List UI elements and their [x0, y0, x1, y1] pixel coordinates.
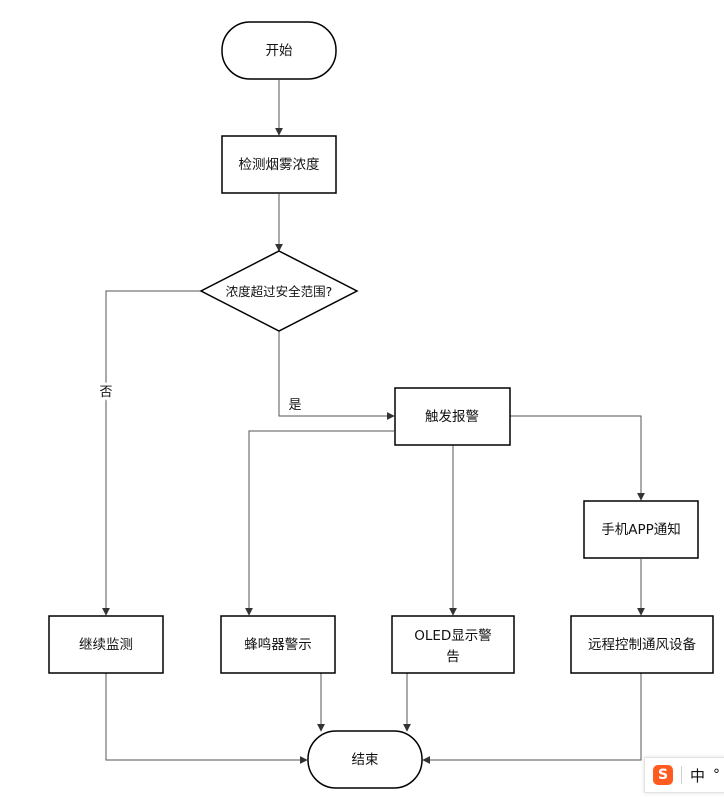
- node-end-label: 结束: [352, 752, 379, 768]
- node-app-notify: 手机APP通知: [583, 500, 699, 559]
- node-app-notify-shape: [583, 500, 699, 559]
- sogou-logo-glyph: S: [657, 767, 669, 783]
- node-oled-shape: [391, 615, 515, 674]
- sogou-logo-icon[interactable]: S: [653, 765, 673, 785]
- node-start-label: 开始: [266, 43, 293, 59]
- edge-alarm-to-app: [510, 415, 645, 501]
- node-alarm-label: 触发报警: [425, 409, 479, 425]
- node-detect: 检测烟雾浓度: [221, 135, 337, 194]
- connectors: [102, 80, 645, 764]
- edge-label-no: 否: [99, 385, 112, 400]
- ime-separator: [681, 766, 682, 784]
- node-start: 开始: [221, 21, 337, 80]
- node-buzzer-shape: [220, 615, 336, 674]
- ime-punctuation-toggle[interactable]: °: [713, 767, 721, 783]
- node-alarm-shape: [394, 387, 511, 446]
- node-buzzer-label: 蜂鸣器警示: [244, 636, 312, 653]
- node-decision-label: 浓度超过安全范围?: [226, 284, 333, 299]
- node-decision: 浓度超过安全范围?: [199, 250, 359, 332]
- ime-toolbar[interactable]: S 中 °: [644, 757, 724, 793]
- node-decision-shape: [199, 250, 359, 332]
- node-alarm: 触发报警: [394, 387, 511, 446]
- node-detect-shape: [221, 135, 337, 194]
- edge-decision-yes-to-alarm: [278, 331, 395, 420]
- node-remote-vent-shape: [570, 615, 714, 674]
- node-remote-vent-label: 远程控制通风设备: [588, 636, 696, 653]
- node-end-shape: [307, 730, 423, 789]
- edge-alarm-to-buzzer: [245, 430, 394, 616]
- node-oled-label-line2: 告: [446, 649, 460, 665]
- node-start-shape: [221, 21, 337, 80]
- node-oled-label-line1: OLED显示警: [414, 628, 492, 644]
- node-end: 结束: [307, 730, 423, 789]
- edge-remote-to-end: [422, 673, 642, 764]
- node-buzzer: 蜂鸣器警示: [220, 615, 336, 674]
- edge-continue-to-end: [105, 673, 308, 764]
- node-app-notify-label: 手机APP通知: [601, 521, 681, 538]
- node-detect-label: 检测烟雾浓度: [239, 157, 320, 173]
- edge-decision-no-to-continue: [102, 290, 201, 616]
- ime-mode-toggle[interactable]: 中: [690, 766, 706, 785]
- node-continue-monitor-label: 继续监测: [79, 637, 133, 653]
- node-remote-vent: 远程控制通风设备: [570, 615, 714, 674]
- node-continue-monitor: 继续监测: [48, 615, 164, 674]
- node-oled: OLED显示警 告: [391, 615, 515, 674]
- edge-label-yes: 是: [288, 398, 301, 413]
- node-continue-monitor-shape: [48, 615, 164, 674]
